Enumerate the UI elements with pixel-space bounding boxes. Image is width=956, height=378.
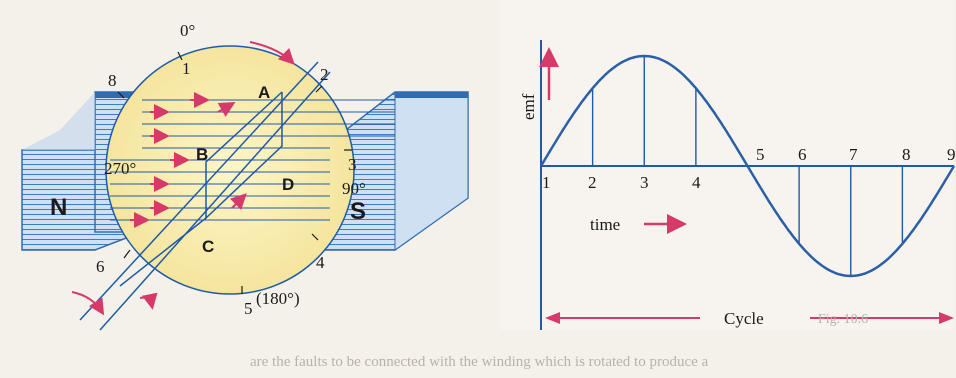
position-label-8: 8 (108, 71, 117, 90)
position-label-4: 4 (316, 253, 325, 272)
coil-corner-c: C (202, 237, 215, 256)
position-label-6: 6 (96, 257, 105, 276)
wave-point-1: 1 (542, 173, 551, 192)
wave-point-3: 3 (640, 173, 649, 192)
wave-point-8: 8 (902, 145, 911, 164)
angle-180-label: (180°) (256, 289, 300, 308)
flux-arrows (130, 92, 247, 228)
angle-90-label: 90° (342, 179, 366, 198)
wave-point-2: 2 (588, 173, 597, 192)
coil-loop (79, 61, 331, 331)
north-pole-label: N (50, 194, 68, 221)
wave-point-5: 5 (756, 145, 765, 164)
coil-corner-b: B (196, 145, 209, 164)
wave-point-4: 4 (692, 173, 701, 192)
wave-point-7: 7 (849, 145, 858, 164)
coil-corner-d: D (282, 175, 295, 194)
figure-caption: Fig. 10.6 (818, 312, 869, 327)
time-label: time (590, 215, 621, 234)
position-ticks (117, 51, 352, 294)
cycle-label: Cycle (724, 309, 764, 328)
emf-axis-label: emf (519, 93, 538, 120)
coil-corner-a: A (258, 83, 271, 102)
wave-point-9: 9 (947, 145, 956, 164)
position-label-2: 2 (320, 65, 329, 84)
emf-curve (539, 54, 956, 278)
position-label-3: 3 (348, 155, 357, 174)
south-pole-label: S (350, 198, 367, 225)
waveform-graph (539, 40, 956, 330)
rotation-arrows (71, 41, 295, 316)
position-label-5: 5 (244, 299, 253, 318)
south-magnet (319, 91, 469, 251)
position-label-1: 1 (182, 59, 191, 78)
angle-0-label: 0° (180, 21, 196, 40)
generator-diagram (21, 41, 469, 331)
page-footer-text: are the faults to be connected with the … (250, 354, 709, 370)
angle-270-label: 270° (104, 159, 137, 178)
wave-point-6: 6 (798, 145, 807, 164)
